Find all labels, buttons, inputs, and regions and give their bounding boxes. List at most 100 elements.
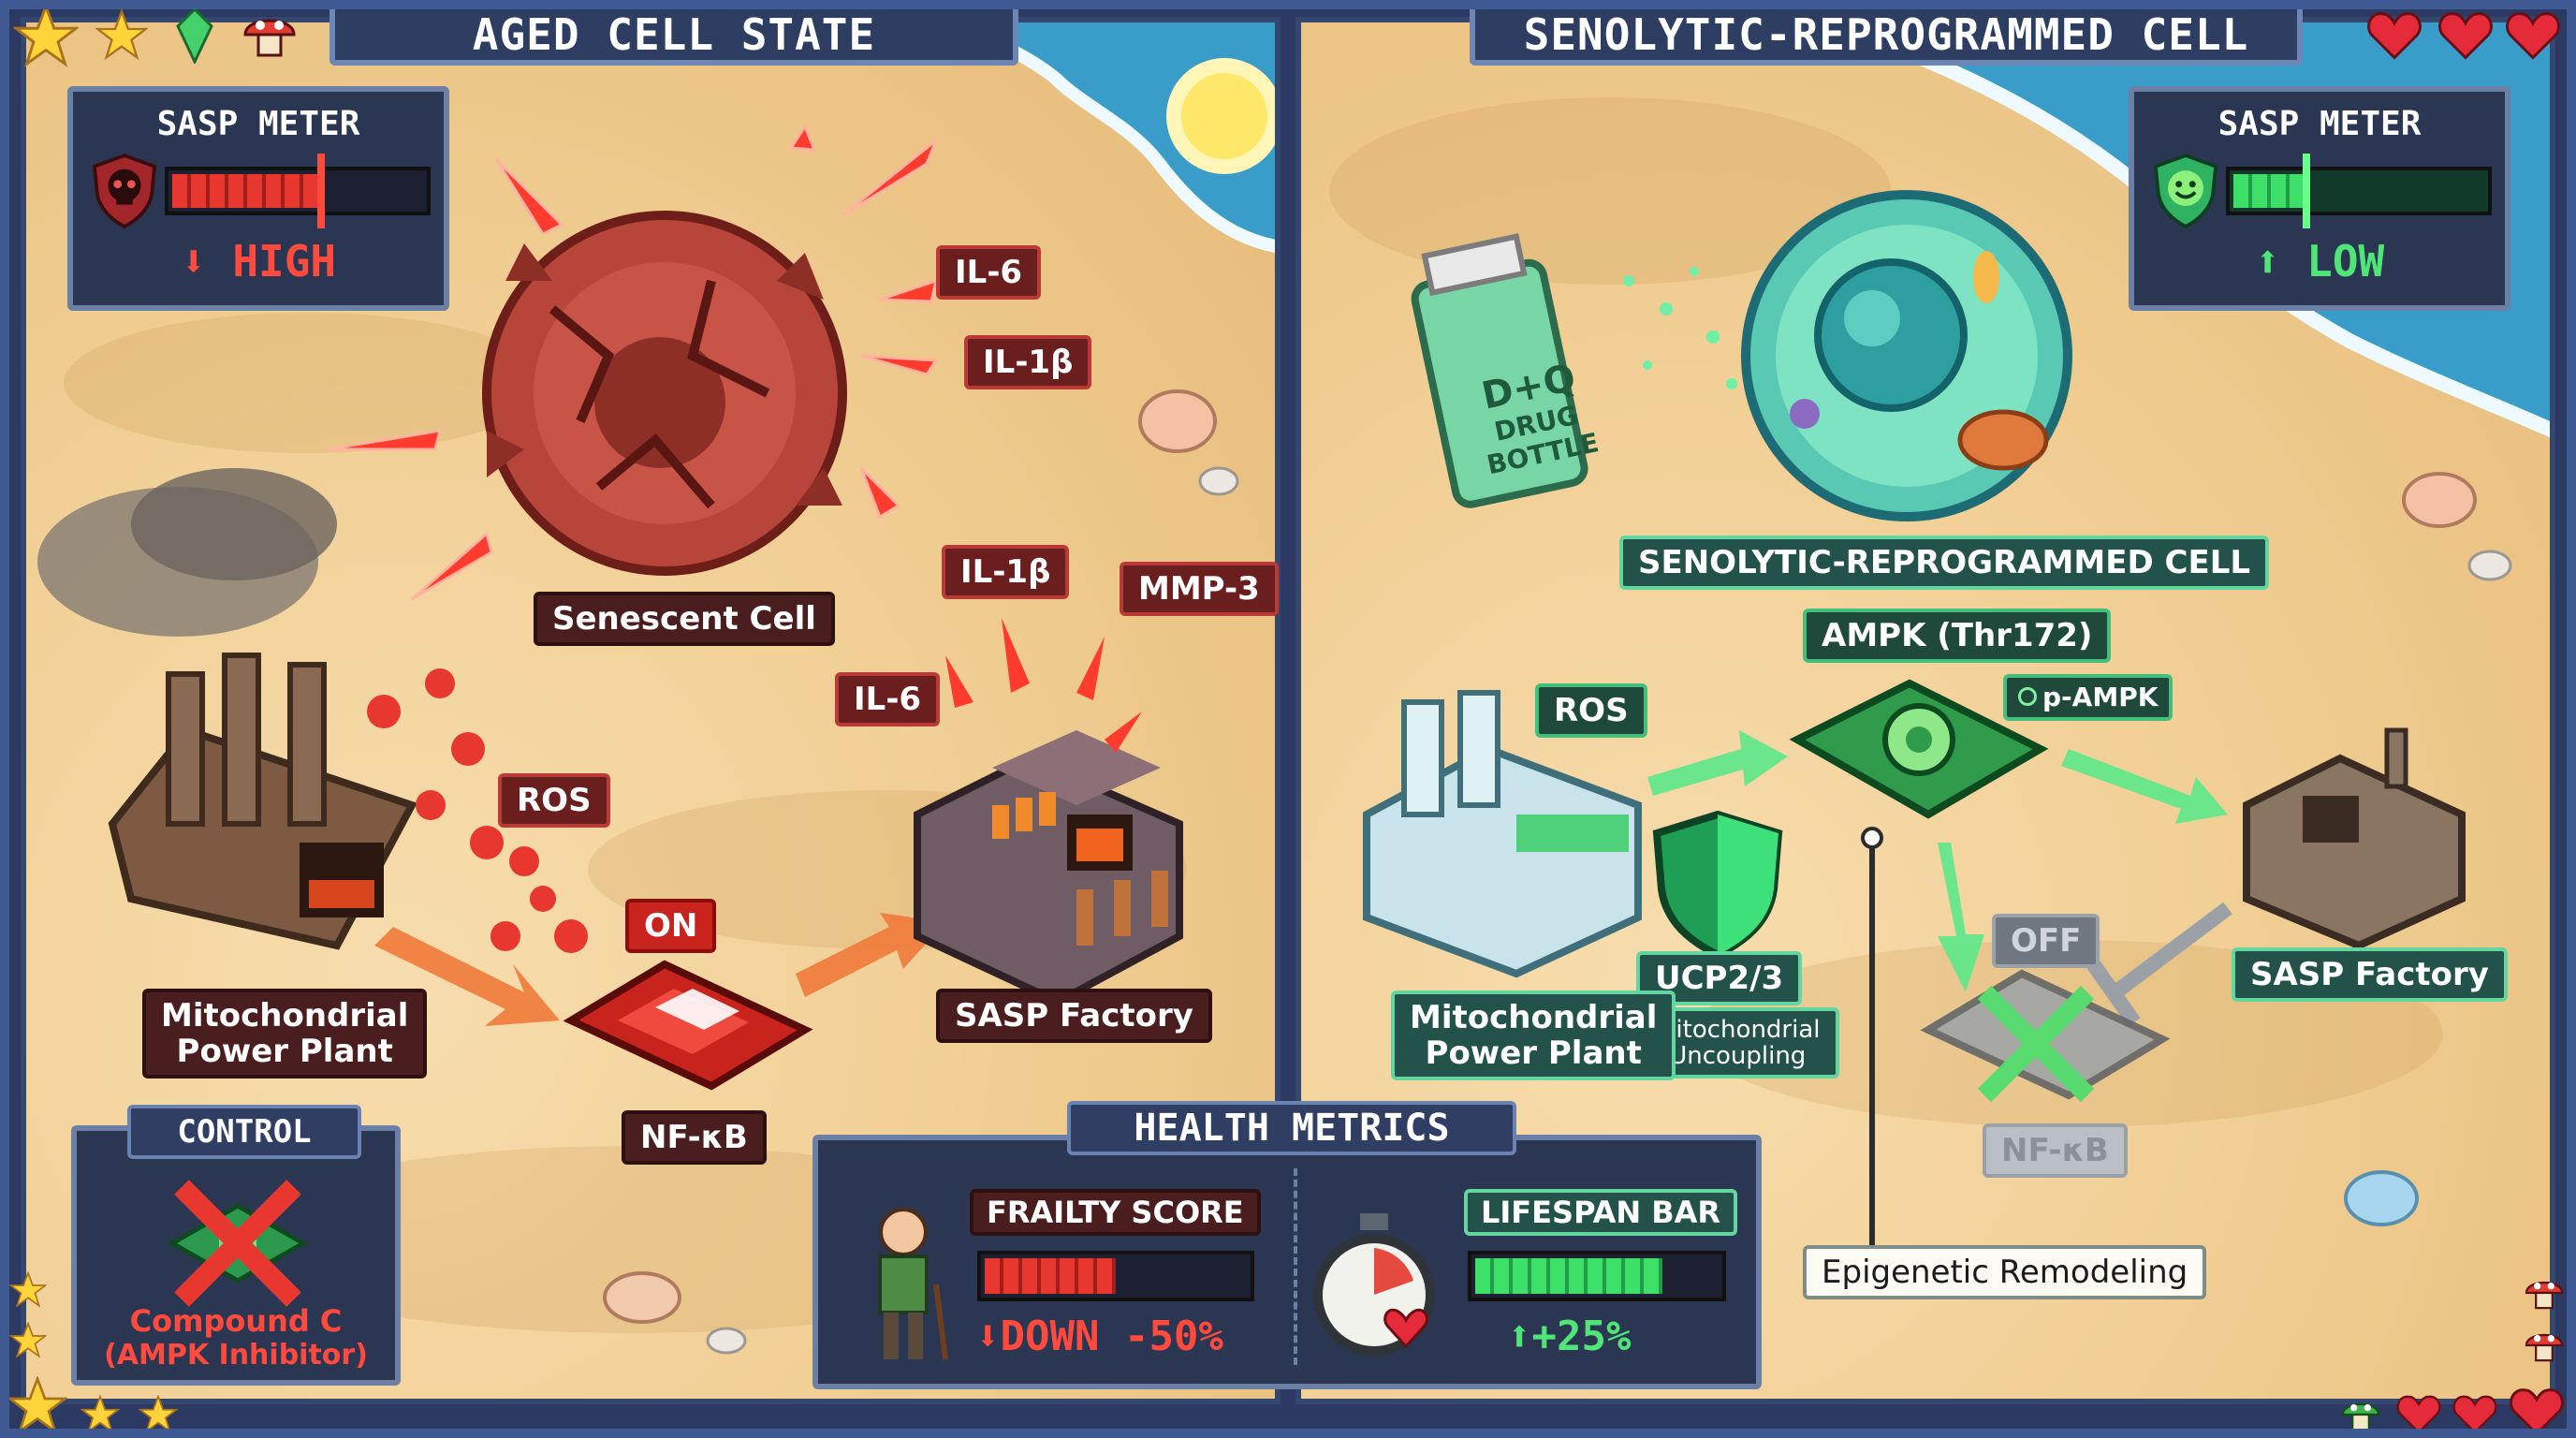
star-icon: [9, 1322, 47, 1358]
sasp-level-marker: [317, 154, 325, 228]
sasp-bar-fill: [2233, 174, 2308, 208]
label-mito-line1: Mitochondrial: [161, 997, 409, 1034]
arrow-down-icon: ⬇: [975, 1313, 1001, 1360]
lifespan-change-text: +25%: [1531, 1313, 1632, 1360]
pampk-text: p-AMPK: [2042, 682, 2159, 712]
healthy-cell-icon: [1741, 190, 2072, 521]
mushroom-icon: [2341, 1403, 2380, 1431]
heart-icon: [2510, 1388, 2564, 1436]
sasp-factory-icon: [914, 730, 1183, 1006]
label-ros-right: ROS: [1535, 683, 1647, 738]
sasp-status-label: HIGH: [232, 236, 337, 286]
nfkb-switch-icon: [563, 960, 813, 1091]
label-epigenetic: Epigenetic Remodeling: [1803, 1245, 2207, 1299]
sasp-meter-high: SASP METER ⬇ HIGH: [67, 86, 449, 311]
label-mito-line1: Mitochondrial: [1410, 999, 1658, 1036]
gem-icon: [176, 7, 213, 64]
control-line2: (AMPK Inhibitor): [104, 1339, 368, 1372]
label-il1b-top: IL-1β: [964, 335, 1092, 389]
dune: [64, 313, 550, 453]
drug-bottle-icon: [1411, 233, 1588, 508]
label-il6-top: IL-6: [936, 245, 1042, 300]
sasp-bar-high: [165, 167, 431, 215]
nfkb-off-switch-icon: [1920, 969, 2171, 1103]
label-mito-left: Mitochondrial Power Plant: [142, 989, 428, 1078]
metrics-divider: [1294, 1168, 1297, 1365]
label-nfkb-left: NF-κB: [622, 1110, 767, 1165]
star-icon: [7, 1376, 67, 1435]
mushroom-icon: [2525, 1334, 2564, 1362]
sasp-level-marker: [2303, 154, 2310, 228]
left-title: AGED CELL STATE: [329, 4, 1018, 66]
control-title: CONTROL: [127, 1105, 361, 1159]
smile-shield-icon: [2153, 154, 2218, 229]
sasp-bar-low: [2226, 167, 2492, 215]
heart-icon: [2452, 1395, 2497, 1434]
sasp-meter-title: SASP METER: [156, 105, 360, 143]
label-mito-line2: Power Plant: [1425, 1034, 1642, 1072]
health-metrics-title: HEALTH METRICS: [1067, 1101, 1516, 1155]
star-icon: [80, 1395, 120, 1433]
health-metrics-panel: FRAILTY SCORE ⬇DOWN -50% LIFESPAN BAR ⬆+…: [812, 1135, 1762, 1389]
control-box: Compound C (AMPK Inhibitor): [71, 1125, 401, 1386]
frailty-title: FRAILTY SCORE: [970, 1189, 1261, 1236]
sasp-bar-fill: [172, 174, 323, 208]
dot-icon: [2018, 687, 2037, 706]
lifespan-bar-fill: [1475, 1258, 1662, 1294]
label-ampk: AMPK (Thr172): [1803, 609, 2112, 663]
heart-icon: [2367, 12, 2422, 60]
aged-scene-art: [37, 123, 1239, 1355]
label-il6-factory: IL-6: [835, 672, 941, 726]
label-senescent-cell: Senescent Cell: [534, 592, 835, 646]
arrow-up-icon: ⬆: [2254, 236, 2281, 286]
lifespan-bar: [1468, 1251, 1726, 1301]
reprogrammed-scene-art: [1363, 190, 2512, 1245]
label-reprogrammed-cell: SENOLYTIC-REPROGRAMMED CELL: [1619, 536, 2270, 590]
stopwatch-icon: [1313, 1213, 1435, 1356]
heart-icon: [2506, 12, 2560, 60]
sasp-meter-low: SASP METER ⬆ LOW: [2129, 86, 2510, 311]
x-icon: [167, 1180, 309, 1307]
senescent-cell-icon: [482, 211, 847, 576]
sasp-status-label: LOW: [2306, 236, 2385, 286]
star-icon: [95, 9, 148, 61]
switch-state-off: OFF: [1992, 914, 2100, 968]
sasp-status: ⬆ LOW: [2134, 236, 2505, 286]
sasp-status: ⬇ HIGH: [73, 236, 444, 286]
sasp-meter-title: SASP METER: [2217, 105, 2422, 143]
uncoupling-line1: Mitochondrial: [1655, 1016, 1821, 1044]
uncoupling-line2: Uncoupling: [1669, 1042, 1807, 1070]
lifespan-title: LIFESPAN BAR: [1464, 1189, 1738, 1236]
mushroom-icon: [243, 19, 296, 57]
left-title-text: AGED CELL STATE: [472, 9, 876, 60]
heart-icon: [2396, 1395, 2441, 1434]
right-title-text: SENOLYTIC-REPROGRAMMED CELL: [1523, 9, 2249, 60]
mushroom-icon: [2525, 1282, 2564, 1310]
arrow-down-icon: ⬇: [180, 236, 207, 286]
label-sasp-factory-left: SASP Factory: [936, 989, 1212, 1043]
label-mito-line2: Power Plant: [176, 1033, 393, 1070]
label-il1b-factory: IL-1β: [942, 545, 1070, 599]
green-shield-icon: [1652, 810, 1783, 960]
star-icon: [9, 1271, 47, 1308]
star-icon: [13, 4, 79, 67]
frailty-change: ⬇DOWN -50%: [975, 1313, 1223, 1360]
control-line1: Compound C: [129, 1303, 343, 1339]
switch-state-on: ON: [625, 899, 717, 953]
quiet-sasp-factory-icon: [2243, 727, 2466, 950]
label-mito-right: Mitochondrial Power Plant: [1391, 990, 1676, 1080]
clean-power-plant-icon: [1363, 690, 1642, 978]
star-icon: [139, 1395, 178, 1433]
skull-shield-icon: [92, 154, 157, 229]
heart-icon: [2438, 12, 2493, 60]
label-nfkb-right: NF-κB: [1983, 1123, 2128, 1178]
arrow-up-icon: ⬆: [1507, 1313, 1532, 1360]
power-plant-icon: [37, 468, 417, 950]
label-pampk: p-AMPK: [2003, 674, 2174, 721]
label-sasp-factory-right: SASP Factory: [2232, 947, 2508, 1002]
label-ros-left: ROS: [498, 773, 610, 828]
frailty-bar-fill: [985, 1258, 1116, 1294]
frailty-bar: [977, 1251, 1254, 1301]
ampk-chip-icon: [1789, 679, 2049, 819]
frailty-change-text: DOWN -50%: [1000, 1313, 1223, 1360]
